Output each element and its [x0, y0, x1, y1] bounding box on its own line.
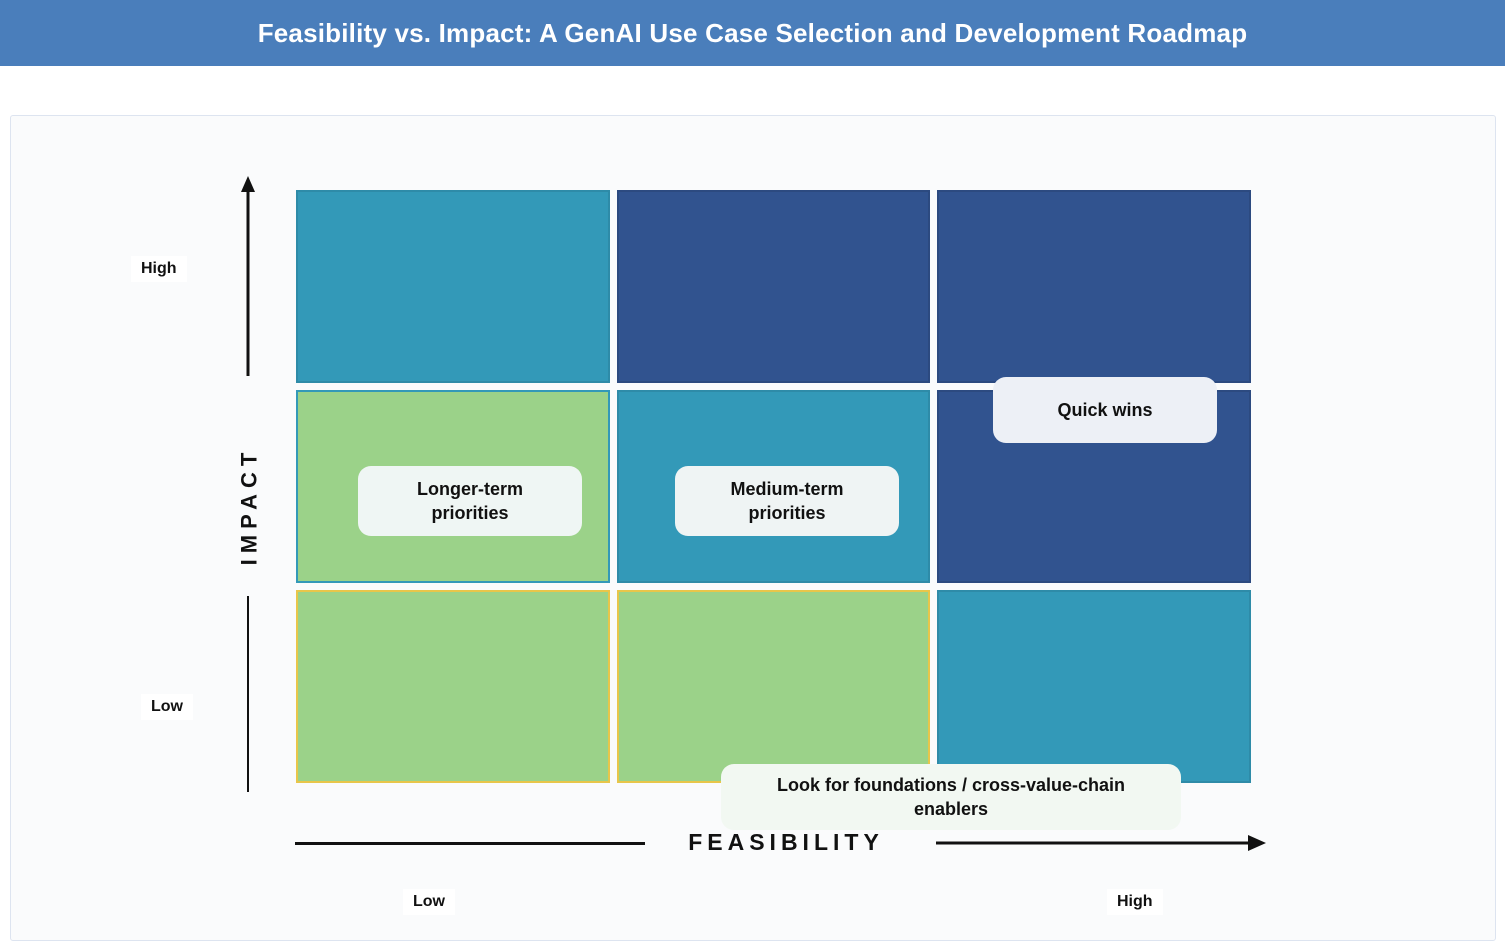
page-title: Feasibility vs. Impact: A GenAI Use Case… — [257, 17, 1248, 48]
x-axis-cap-low: Low — [403, 889, 455, 915]
impact-feasibility-matrix — [296, 190, 1251, 783]
chart-card: IMPACT High Low Quick wins Longer-term p… — [10, 115, 1496, 941]
matrix-cell-high-low[interactable] — [296, 190, 610, 383]
callout-longer-term-priorities[interactable]: Longer-term priorities — [358, 466, 582, 536]
matrix-cell-low-high[interactable] — [937, 590, 1251, 783]
callout-medium-term-priorities[interactable]: Medium-term priorities — [675, 466, 899, 536]
y-axis-lower-line — [247, 596, 249, 792]
x-axis-cap-high: High — [1107, 889, 1163, 915]
arrow-right-icon — [936, 835, 1266, 851]
x-axis-left-line — [295, 842, 645, 845]
x-axis-label: FEASIBILITY — [688, 828, 884, 855]
matrix-cell-low-low[interactable] — [296, 590, 610, 783]
callout-quick-wins[interactable]: Quick wins — [993, 377, 1217, 443]
x-axis-group: FEASIBILITY Low High — [11, 116, 1495, 940]
y-axis-group: IMPACT High Low — [11, 116, 1495, 940]
matrix-cell-high-high[interactable] — [937, 190, 1251, 383]
header-bar: Feasibility vs. Impact: A GenAI Use Case… — [0, 0, 1505, 66]
arrow-up-icon — [241, 176, 255, 376]
y-axis-cap-high: High — [131, 256, 187, 282]
matrix-cell-high-medium[interactable] — [616, 190, 931, 383]
callout-foundations-enablers[interactable]: Look for foundations / cross-value-chain… — [721, 764, 1181, 830]
y-axis-cap-low: Low — [141, 694, 193, 720]
